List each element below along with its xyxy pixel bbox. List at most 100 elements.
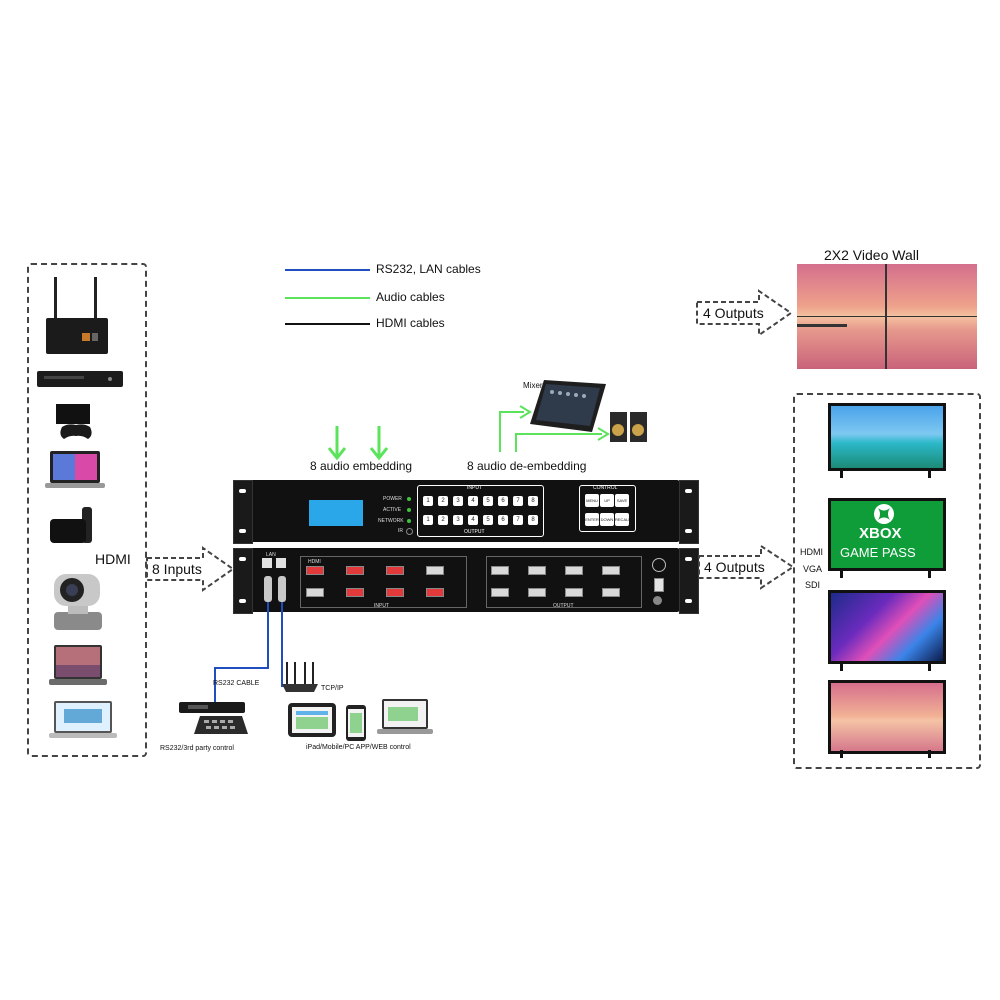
- tablet-icon: [288, 703, 336, 737]
- legend-line-rs232: [285, 269, 370, 271]
- hdmi-input-port[interactable]: [386, 566, 404, 575]
- matrix-rear-panel: [248, 548, 680, 612]
- legend-line-hdmi: [285, 323, 370, 325]
- outputs-arrow-label: 4 Outputs: [704, 559, 765, 575]
- input-button[interactable]: 5: [483, 496, 493, 506]
- legend-label-hdmi: HDMI cables: [376, 316, 445, 330]
- active-led: [407, 508, 411, 512]
- control-button-group: [579, 485, 636, 532]
- hdmi-output-port[interactable]: [528, 566, 546, 575]
- mixer-icon: [530, 380, 606, 432]
- output-format-vga: VGA: [803, 564, 823, 574]
- app-control-caption: iPad/Mobile/PC APP/WEB control: [306, 744, 411, 751]
- ground-screw: [653, 596, 662, 605]
- xbox-title: XBOX: [859, 525, 902, 542]
- inputs-arrow: [146, 546, 235, 592]
- network-led: [407, 519, 411, 523]
- tv-display-xbox: [828, 498, 946, 571]
- rs232-port-2[interactable]: [278, 576, 286, 602]
- rear-input-block: [300, 556, 467, 608]
- tv-display: [828, 590, 946, 664]
- input-devices-box: [27, 263, 147, 757]
- output-format-hdmi: HDMI: [800, 547, 823, 557]
- mobile-icon: [346, 705, 366, 741]
- video-wall-title: 2X2 Video Wall: [824, 247, 919, 263]
- down-button[interactable]: DOWN: [600, 513, 614, 526]
- hdmi-input-port[interactable]: [306, 588, 324, 597]
- input-button[interactable]: 2: [438, 496, 448, 506]
- rs232-controller-icon: [179, 702, 248, 734]
- save-button[interactable]: SAVE: [615, 494, 629, 507]
- game-console-icon: [56, 404, 92, 439]
- output-button[interactable]: 6: [498, 515, 508, 525]
- legend-label-audio: Audio cables: [376, 290, 445, 304]
- tcpip-label: TCP/IP: [321, 685, 344, 692]
- input-button[interactable]: 6: [498, 496, 508, 506]
- input-button[interactable]: 1: [423, 496, 433, 506]
- front-input-header: INPUT: [467, 485, 482, 491]
- power-switch[interactable]: [654, 578, 664, 592]
- enter-button[interactable]: ENTER: [585, 513, 599, 526]
- rear-right-ear: [679, 548, 699, 614]
- menu-button[interactable]: MENU: [585, 494, 599, 507]
- hdmi-output-port[interactable]: [491, 566, 509, 575]
- laptop-pc-icon: [49, 645, 107, 685]
- hdmi-input-port[interactable]: [346, 588, 364, 597]
- rear-output-block: [486, 556, 642, 608]
- recall-button[interactable]: RECALL: [615, 513, 631, 526]
- hdmi-output-port[interactable]: [565, 566, 583, 575]
- input-button[interactable]: 7: [513, 496, 523, 506]
- hdmi-input-port[interactable]: [306, 566, 324, 575]
- input-button[interactable]: 3: [453, 496, 463, 506]
- output-displays-box: [793, 393, 981, 769]
- hdmi-input-port[interactable]: [386, 588, 404, 597]
- tv-leg: [840, 750, 843, 758]
- mixer-label: Mixer: [523, 381, 543, 390]
- video-wall: [797, 264, 977, 369]
- lan-port[interactable]: [262, 558, 272, 568]
- hdmi-output-port[interactable]: [565, 588, 583, 597]
- input-button[interactable]: 4: [468, 496, 478, 506]
- front-output-header: OUTPUT: [464, 529, 485, 535]
- output-button[interactable]: 3: [453, 515, 463, 525]
- wifi-router-icon: [282, 662, 318, 692]
- laptop-web-icon: [49, 701, 117, 738]
- tv-leg: [840, 470, 843, 478]
- rear-input-label: INPUT: [374, 603, 389, 609]
- hdmi-input-port[interactable]: [346, 566, 364, 575]
- lan-port-2[interactable]: [276, 558, 286, 568]
- hdmi-output-port[interactable]: [528, 588, 546, 597]
- status-ir-label: IR: [398, 528, 403, 534]
- apple-tv-icon: [50, 507, 92, 543]
- wall-outputs-arrow: [696, 289, 793, 337]
- up-button[interactable]: UP: [600, 494, 614, 507]
- output-button[interactable]: 2: [438, 515, 448, 525]
- front-right-ear: [679, 480, 699, 544]
- hdmi-output-port[interactable]: [602, 588, 620, 597]
- input-button[interactable]: 8: [528, 496, 538, 506]
- tv-leg: [928, 570, 931, 578]
- status-network-label: NETWORK: [378, 518, 404, 524]
- output-button[interactable]: 8: [528, 515, 538, 525]
- status-active-label: ACTIVE: [383, 507, 402, 513]
- hdmi-output-port[interactable]: [491, 588, 509, 597]
- hdmi-output-port[interactable]: [602, 566, 620, 575]
- audio-deembedding-label: 8 audio de-embedding: [467, 459, 587, 473]
- legend-line-audio: [285, 297, 370, 299]
- laptop-icon: [45, 451, 105, 488]
- output-button[interactable]: 4: [468, 515, 478, 525]
- tv-display: [828, 403, 946, 471]
- control-header: CONTROL: [593, 485, 618, 491]
- xbox-logo-icon: [874, 504, 894, 524]
- hdmi-input-port[interactable]: [426, 566, 444, 575]
- rs232-port[interactable]: [264, 576, 272, 602]
- inputs-arrow-label: 8 Inputs: [152, 561, 202, 577]
- output-button[interactable]: 5: [483, 515, 493, 525]
- hdmi-input-port[interactable]: [426, 588, 444, 597]
- legend: RS232, LAN cables Audio cables HDMI cabl…: [285, 258, 485, 338]
- front-left-ear: [233, 480, 253, 544]
- tv-leg: [840, 663, 843, 671]
- output-button[interactable]: 7: [513, 515, 523, 525]
- output-button[interactable]: 1: [423, 515, 433, 525]
- rear-port-label: HDMI: [308, 559, 321, 565]
